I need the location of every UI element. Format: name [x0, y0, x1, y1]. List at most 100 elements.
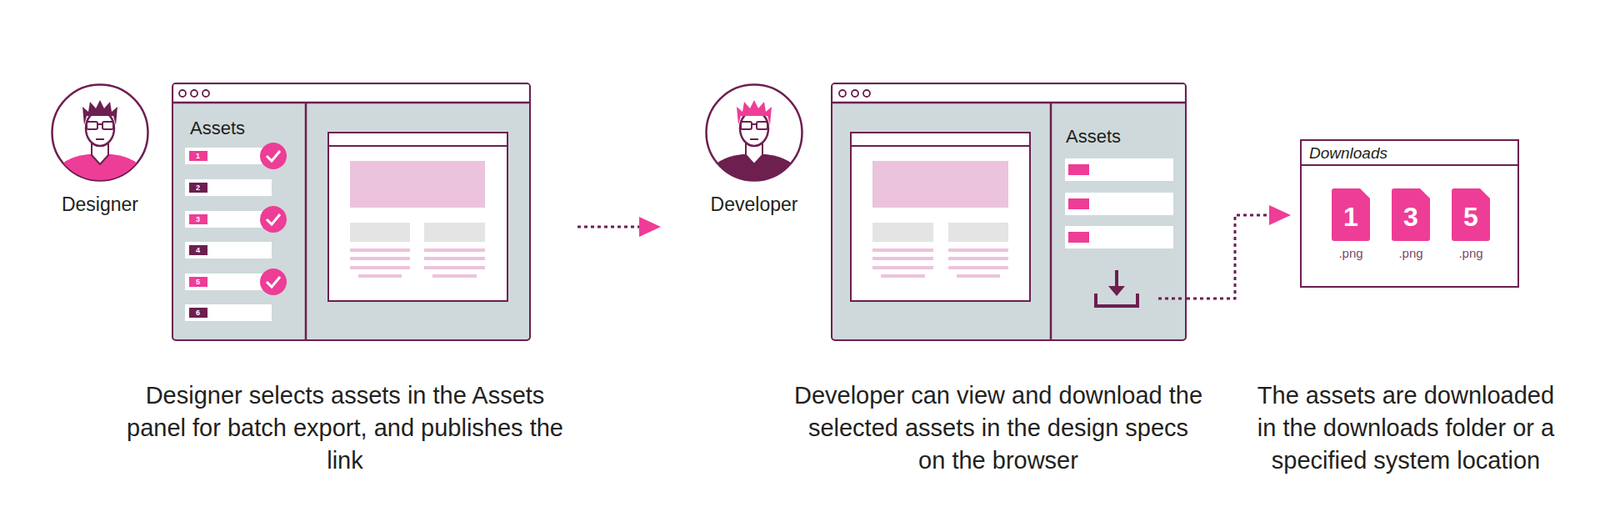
hair	[736, 100, 772, 125]
glasses-lens	[756, 121, 768, 130]
asset-chip	[1068, 164, 1090, 175]
title-bar-line	[171, 101, 531, 105]
asset-row: 5	[185, 273, 272, 290]
developer-figure	[704, 100, 805, 185]
mockup-line	[350, 248, 410, 252]
caption: Designer selects assets in the Assets pa…	[115, 379, 575, 477]
mockup-bar	[850, 145, 1030, 147]
neck	[91, 140, 109, 165]
mockup-block	[350, 222, 410, 242]
asset-number: 5	[189, 276, 208, 287]
arrow-head	[1269, 205, 1291, 225]
window-dot	[851, 90, 859, 97]
mockup-line	[948, 265, 1009, 270]
avatar-outline	[50, 83, 150, 182]
title-bar	[833, 85, 1185, 103]
asset-row: 6	[185, 304, 272, 321]
downloads-folder: Downloads1.png3.png5.png	[1300, 139, 1520, 288]
title-bar	[174, 85, 530, 103]
asset-row: 2	[185, 179, 272, 196]
asset-number: 2	[189, 182, 208, 193]
asset-chip	[1068, 198, 1090, 210]
file-number: 3	[1391, 200, 1430, 234]
face	[85, 110, 115, 146]
panel-heading: Assets	[1065, 125, 1121, 149]
asset-row	[1065, 225, 1174, 249]
file-number: 5	[1451, 200, 1490, 234]
mockup-line	[350, 256, 410, 260]
file-extension: .png	[1317, 245, 1385, 261]
file-body	[1331, 188, 1370, 241]
check-tick	[266, 150, 280, 161]
dotted-arrow	[1186, 205, 1291, 299]
avatar-circle: Designer	[50, 83, 150, 182]
asset-number: 1	[189, 150, 208, 161]
mockup-hero	[350, 160, 485, 208]
download-arrow-head	[1108, 285, 1125, 296]
download-arrow-shaft	[1115, 270, 1119, 289]
glasses-lens	[740, 121, 752, 130]
designer-window-chrome	[171, 85, 531, 342]
check-marks	[260, 142, 287, 295]
mockup-line	[432, 274, 477, 278]
mockup-page	[328, 132, 508, 301]
app-window: Assets123456	[171, 82, 531, 341]
file-icon: 1.png	[1331, 188, 1370, 241]
figure-body	[50, 140, 150, 185]
glasses-bridge	[97, 123, 103, 125]
check-circle	[260, 142, 287, 170]
avatar-ring	[706, 85, 803, 181]
panel-heading: Assets	[190, 116, 245, 140]
arrow-head	[639, 216, 661, 237]
downloads-header-line	[1300, 164, 1520, 166]
asset-chip	[1068, 231, 1090, 243]
panel-divider	[1050, 102, 1053, 341]
mockup-line	[872, 248, 934, 252]
folder-title: Downloads	[1309, 143, 1388, 164]
mockup-line	[424, 248, 485, 252]
window-dot	[202, 90, 210, 97]
mockup-line	[948, 256, 1009, 260]
role-label: Developer	[670, 192, 838, 216]
file-extension: .png	[1437, 245, 1505, 261]
check-tick	[266, 214, 280, 225]
mockup-line	[948, 248, 1009, 252]
check-circle	[260, 205, 287, 233]
mouth	[95, 138, 105, 140]
mockup-page	[850, 132, 1030, 301]
download-tray	[1095, 293, 1138, 306]
neck	[745, 140, 763, 165]
glasses-bridge	[751, 123, 757, 125]
mockup-bar	[328, 145, 508, 147]
face	[740, 110, 769, 146]
file-body	[1391, 188, 1430, 241]
asset-number: 4	[189, 245, 208, 255]
figure-body	[704, 140, 805, 185]
app-window: Assets	[830, 82, 1187, 341]
mockup-block	[948, 222, 1009, 242]
mockup-block	[424, 222, 485, 242]
file-number: 1	[1331, 200, 1370, 234]
mockup-line	[350, 265, 410, 270]
mockup-hero	[872, 160, 1009, 208]
shirt	[704, 154, 805, 185]
asset-number: 6	[189, 307, 208, 318]
mockup-line	[956, 274, 1000, 278]
caption: The assets are downloaded in the downloa…	[1251, 379, 1560, 477]
mockup-line	[872, 256, 934, 260]
file-extension: .png	[1377, 245, 1445, 261]
window-dot	[179, 90, 186, 97]
developer-window-chrome	[830, 85, 1187, 342]
asset-row	[1065, 158, 1174, 181]
window-dot	[839, 90, 846, 97]
mockup-line	[872, 265, 934, 270]
mockup-line	[424, 265, 485, 270]
title-bar-line	[830, 101, 1187, 105]
file-icon: 5.png	[1451, 188, 1490, 241]
check-circle	[260, 268, 287, 295]
window-dot	[190, 90, 198, 97]
avatar-outline	[705, 83, 804, 182]
avatar-ring	[52, 85, 149, 181]
